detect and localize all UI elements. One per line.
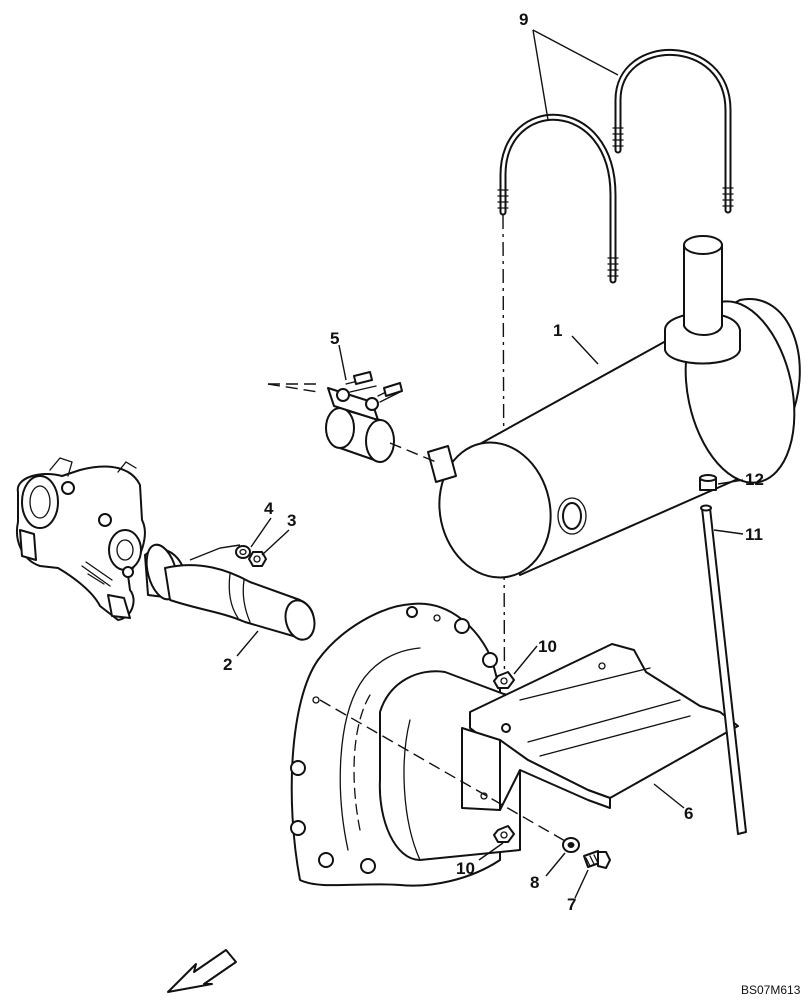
- nut: [248, 551, 267, 567]
- clamp-to-muffler-line: [389, 442, 437, 463]
- callout-10-upper: 10: [538, 637, 557, 656]
- turbocharger: [16, 457, 146, 621]
- washer-bracket: [562, 837, 580, 853]
- callout-9: 9: [519, 10, 528, 29]
- clamp: [325, 371, 403, 463]
- callout-2: 2: [223, 655, 232, 674]
- cap: [699, 474, 717, 491]
- nut-lower: [493, 825, 515, 843]
- callout-10-lower: 10: [456, 859, 475, 878]
- bolt: [583, 850, 611, 869]
- callout-4: 4: [264, 499, 274, 518]
- callout-7: 7: [567, 895, 576, 914]
- callout-12: 12: [745, 470, 764, 489]
- nut-upper: [493, 671, 515, 689]
- callout-11: 11: [745, 525, 763, 544]
- drawing-code: BS07M613: [741, 983, 801, 997]
- callout-3: 3: [287, 511, 296, 530]
- muffler: [427, 235, 801, 579]
- u-bolt-left: [497, 113, 619, 284]
- washer: [235, 545, 251, 559]
- bracket: [461, 643, 739, 811]
- callout-8: 8: [530, 873, 539, 892]
- tube: [700, 504, 747, 835]
- bolt-alignment-line: [319, 699, 573, 846]
- callout-5: 5: [330, 329, 339, 348]
- callout-1: 1: [553, 321, 562, 340]
- callout-6: 6: [684, 804, 693, 823]
- exhaust-pipe: [144, 543, 316, 641]
- front-direction-arrow-icon: [167, 949, 237, 993]
- u-bolt-right: [612, 49, 734, 214]
